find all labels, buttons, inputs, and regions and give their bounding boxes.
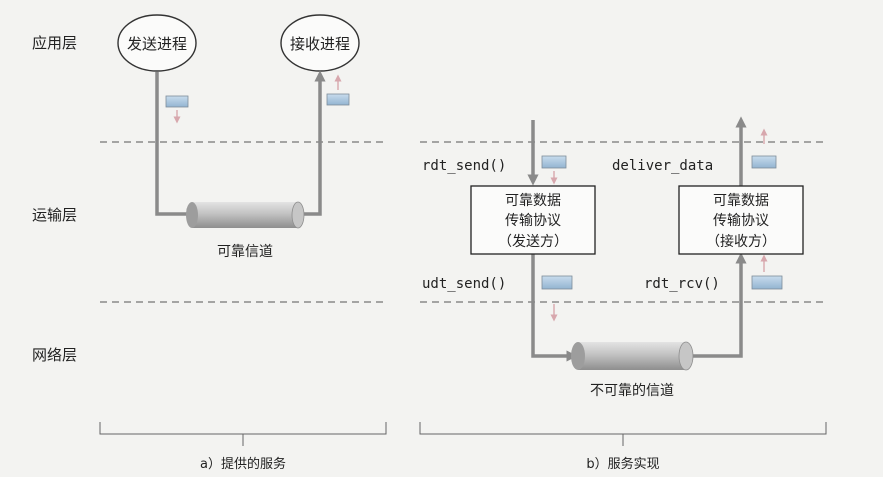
layer-label-network: 网络层 [32, 346, 77, 364]
receiver-protocol-box [678, 185, 804, 255]
sender-protocol-box [470, 185, 596, 255]
rdt-rcv-label: rdt_rcv() [644, 276, 720, 292]
rdt-send-label: rdt_send() [422, 158, 506, 174]
panel-a-bracket [99, 422, 387, 435]
receiver-box-line-1: 可靠数据 [713, 193, 769, 209]
panel-b: rdt_send() deliver_data udt_send() rdt_r… [419, 116, 827, 472]
panel-b-caption: b）服务实现 [586, 456, 659, 472]
sender-box-line-1: 可靠数据 [505, 193, 561, 209]
layer-label-application: 应用层 [32, 34, 77, 52]
sender-process-node [117, 14, 197, 72]
reliable-channel-pipe [186, 201, 305, 229]
panel-b-rdt-rcv-packet [751, 275, 783, 290]
panel-b-deliver-packet [751, 155, 777, 169]
udt-send-label: udt_send() [422, 276, 506, 292]
panel-b-udt-send-packet [541, 275, 573, 290]
panel-a-send-packet [165, 95, 189, 108]
panel-a-send-path [155, 72, 198, 220]
receiver-box-line-3: （接收方） [706, 233, 776, 250]
panel-a: 发送进程 接收进程 可靠信道 a）提供的服务 [99, 14, 387, 472]
sender-box-line-3: （发送方） [498, 234, 568, 250]
sender-process-label: 发送进程 [127, 35, 187, 53]
receiver-box-line-2: 传输协议 [713, 213, 769, 229]
sender-box-line-2: 传输协议 [505, 213, 561, 229]
unreliable-channel-label: 不可靠的信道 [590, 383, 674, 399]
layer-label-transport: 运输层 [32, 206, 77, 224]
reliable-channel-label: 可靠信道 [217, 244, 273, 260]
panel-b-from-channel-path [686, 252, 747, 358]
unreliable-channel-pipe [571, 341, 694, 371]
deliver-data-label: deliver_data [612, 158, 713, 174]
panel-b-to-channel-path [531, 345, 578, 362]
panel-b-bracket [419, 422, 827, 435]
panel-a-deliver-path [298, 70, 326, 216]
panel-a-receive-packet [326, 93, 350, 106]
panel-b-rdt-send-packet [541, 155, 567, 169]
receiver-process-label: 接收进程 [290, 35, 350, 53]
panel-a-caption: a）提供的服务 [200, 456, 286, 472]
